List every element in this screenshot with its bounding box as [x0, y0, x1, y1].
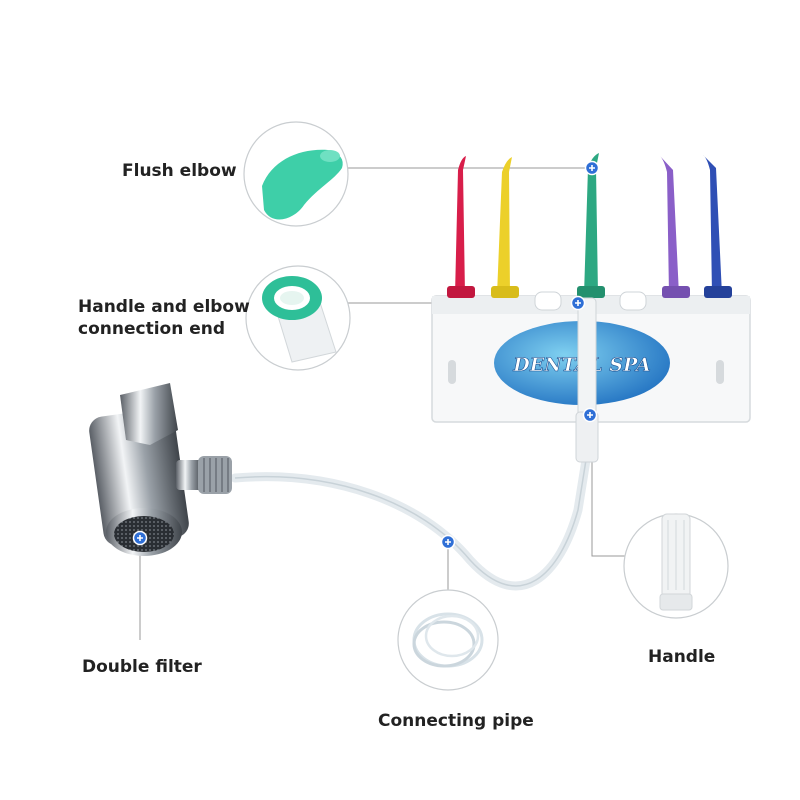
label-double-filter: Double filter [82, 657, 202, 677]
zoom-handle [623, 513, 729, 619]
label-line-2: connection end [78, 319, 226, 339]
plus-dot-icon [132, 530, 148, 546]
plus-dot-icon [570, 295, 586, 311]
tip-red [447, 156, 475, 298]
nozzle-tips [447, 153, 732, 298]
plus-dot-icon [582, 407, 598, 423]
plus-dot-icon [584, 160, 600, 176]
markers [132, 160, 600, 550]
label-connecting-pipe: Connecting pipe [378, 711, 534, 731]
connecting-tube [230, 455, 591, 591]
label-line-1: Handle and elbow [78, 297, 250, 317]
label-handle: Handle [648, 647, 716, 667]
zoom-flush-elbow [243, 121, 349, 227]
zoom-handle-elbow [245, 265, 351, 371]
tip-yellow [491, 157, 519, 298]
tip-green [577, 153, 605, 298]
tip-purple [660, 156, 690, 298]
faucet-adapter [89, 383, 232, 556]
label-flush-elbow: Flush elbow [122, 161, 237, 181]
label-handle-elbow-connection: Handle and elbow connection end [78, 296, 250, 340]
handle-on-stand [575, 297, 599, 463]
zoom-connecting-pipe [397, 589, 499, 691]
tip-blue [703, 155, 732, 298]
plus-dot-icon [440, 534, 456, 550]
